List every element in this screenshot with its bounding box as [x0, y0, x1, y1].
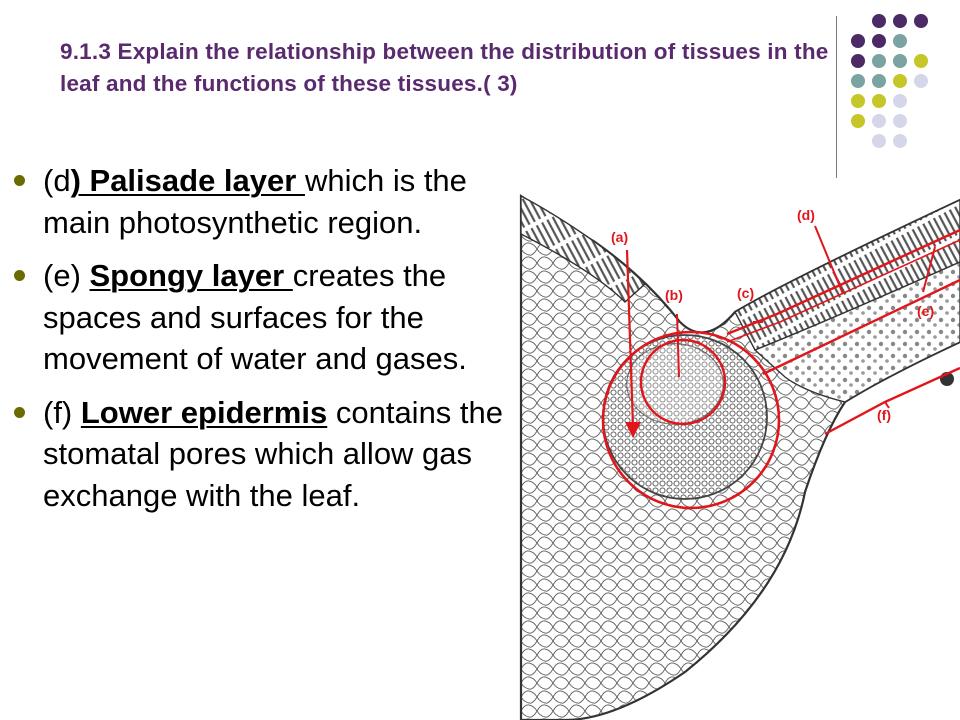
slide-title: 9.1.3 Explain the relationship between t… [60, 39, 829, 96]
bullet-icon [14, 270, 25, 281]
decorative-dot-icon [851, 114, 865, 128]
decorative-dot-icon [872, 134, 886, 148]
decorative-dot-icon [893, 14, 907, 28]
bullet-prefix: (d [43, 163, 71, 198]
decorative-dot-icon [851, 94, 865, 108]
decorative-dot-icon [872, 14, 886, 28]
bullet-item-spongy: (e) Spongy layer creates the spaces and … [14, 255, 504, 380]
figure-label-a: (a) [611, 229, 628, 245]
decorative-dot-icon [914, 74, 928, 88]
annotation-circle-b [639, 338, 727, 426]
left-palisade-tissue [520, 194, 647, 303]
annotation-overlay [601, 225, 960, 510]
decorative-dot-icon [914, 14, 928, 28]
decorative-dot-icon [851, 74, 865, 88]
outline-c-upper [726, 228, 960, 336]
arrow-a-line [625, 249, 635, 428]
pointer-d-line [814, 225, 844, 295]
decorative-dot-icon [872, 94, 886, 108]
decorative-dot-grid [851, 14, 947, 158]
bullet-text: which is the main photosynthetic region. [43, 163, 467, 240]
decorative-dot-icon [851, 34, 865, 48]
decorative-dot-icon [914, 54, 928, 68]
arrow-a-head-icon [625, 422, 641, 438]
decorative-dot-icon [851, 54, 865, 68]
decorative-dot-icon [872, 54, 886, 68]
leaf-cross-section-figure: (a) (b) (c) (d) (e) (f) [519, 193, 960, 720]
title-divider [836, 16, 837, 178]
bullet-icon [14, 406, 25, 418]
bullet-item-palisade: (d) Palisade layer which is the main pho… [14, 160, 504, 243]
decorative-dot-icon [893, 74, 907, 88]
bullet-text: contains the stomatal pores which allow … [43, 394, 504, 513]
spongy-tissue [753, 261, 960, 403]
figure-label-f: (f) [877, 407, 891, 423]
decorative-dot-icon [893, 34, 907, 48]
bullet-text: creates the spaces and surfaces for the … [43, 258, 467, 376]
decorative-dot-icon [872, 34, 886, 48]
figure-label-d: (d) [797, 207, 815, 223]
figure-label-e: (e) [917, 303, 934, 319]
figure-label-c: (c) [737, 285, 754, 301]
outline-e [762, 278, 960, 376]
decorative-dot-icon [872, 114, 886, 128]
pointer-e-line [922, 246, 936, 293]
decorative-dot-icon [893, 134, 907, 148]
leaf-tissue [519, 193, 960, 720]
outline-c-lower [726, 239, 960, 343]
figure-label-b: (b) [665, 287, 683, 303]
term-spongy-layer: Spongy layer [89, 258, 293, 293]
bullet-list: (d) Palisade layer which is the main pho… [14, 160, 504, 516]
bullet-prefix: (e) [43, 258, 90, 293]
term-palisade-layer: ) Palisade layer [70, 163, 305, 198]
decorative-dot-icon [893, 114, 907, 128]
term-lower-epidermis: Lower epidermis [80, 394, 328, 430]
pointer-b-line [676, 313, 680, 378]
decorative-dot-icon [893, 94, 907, 108]
bullet-icon [14, 175, 25, 186]
decorative-dot-icon [872, 74, 886, 88]
bullet-item-lower-epidermis: (f) Lower epidermis contains the stomata… [14, 392, 504, 517]
annotation-circle-a [601, 330, 781, 510]
decorative-dot-icon [893, 54, 907, 68]
bullet-prefix: (f) [43, 394, 81, 430]
